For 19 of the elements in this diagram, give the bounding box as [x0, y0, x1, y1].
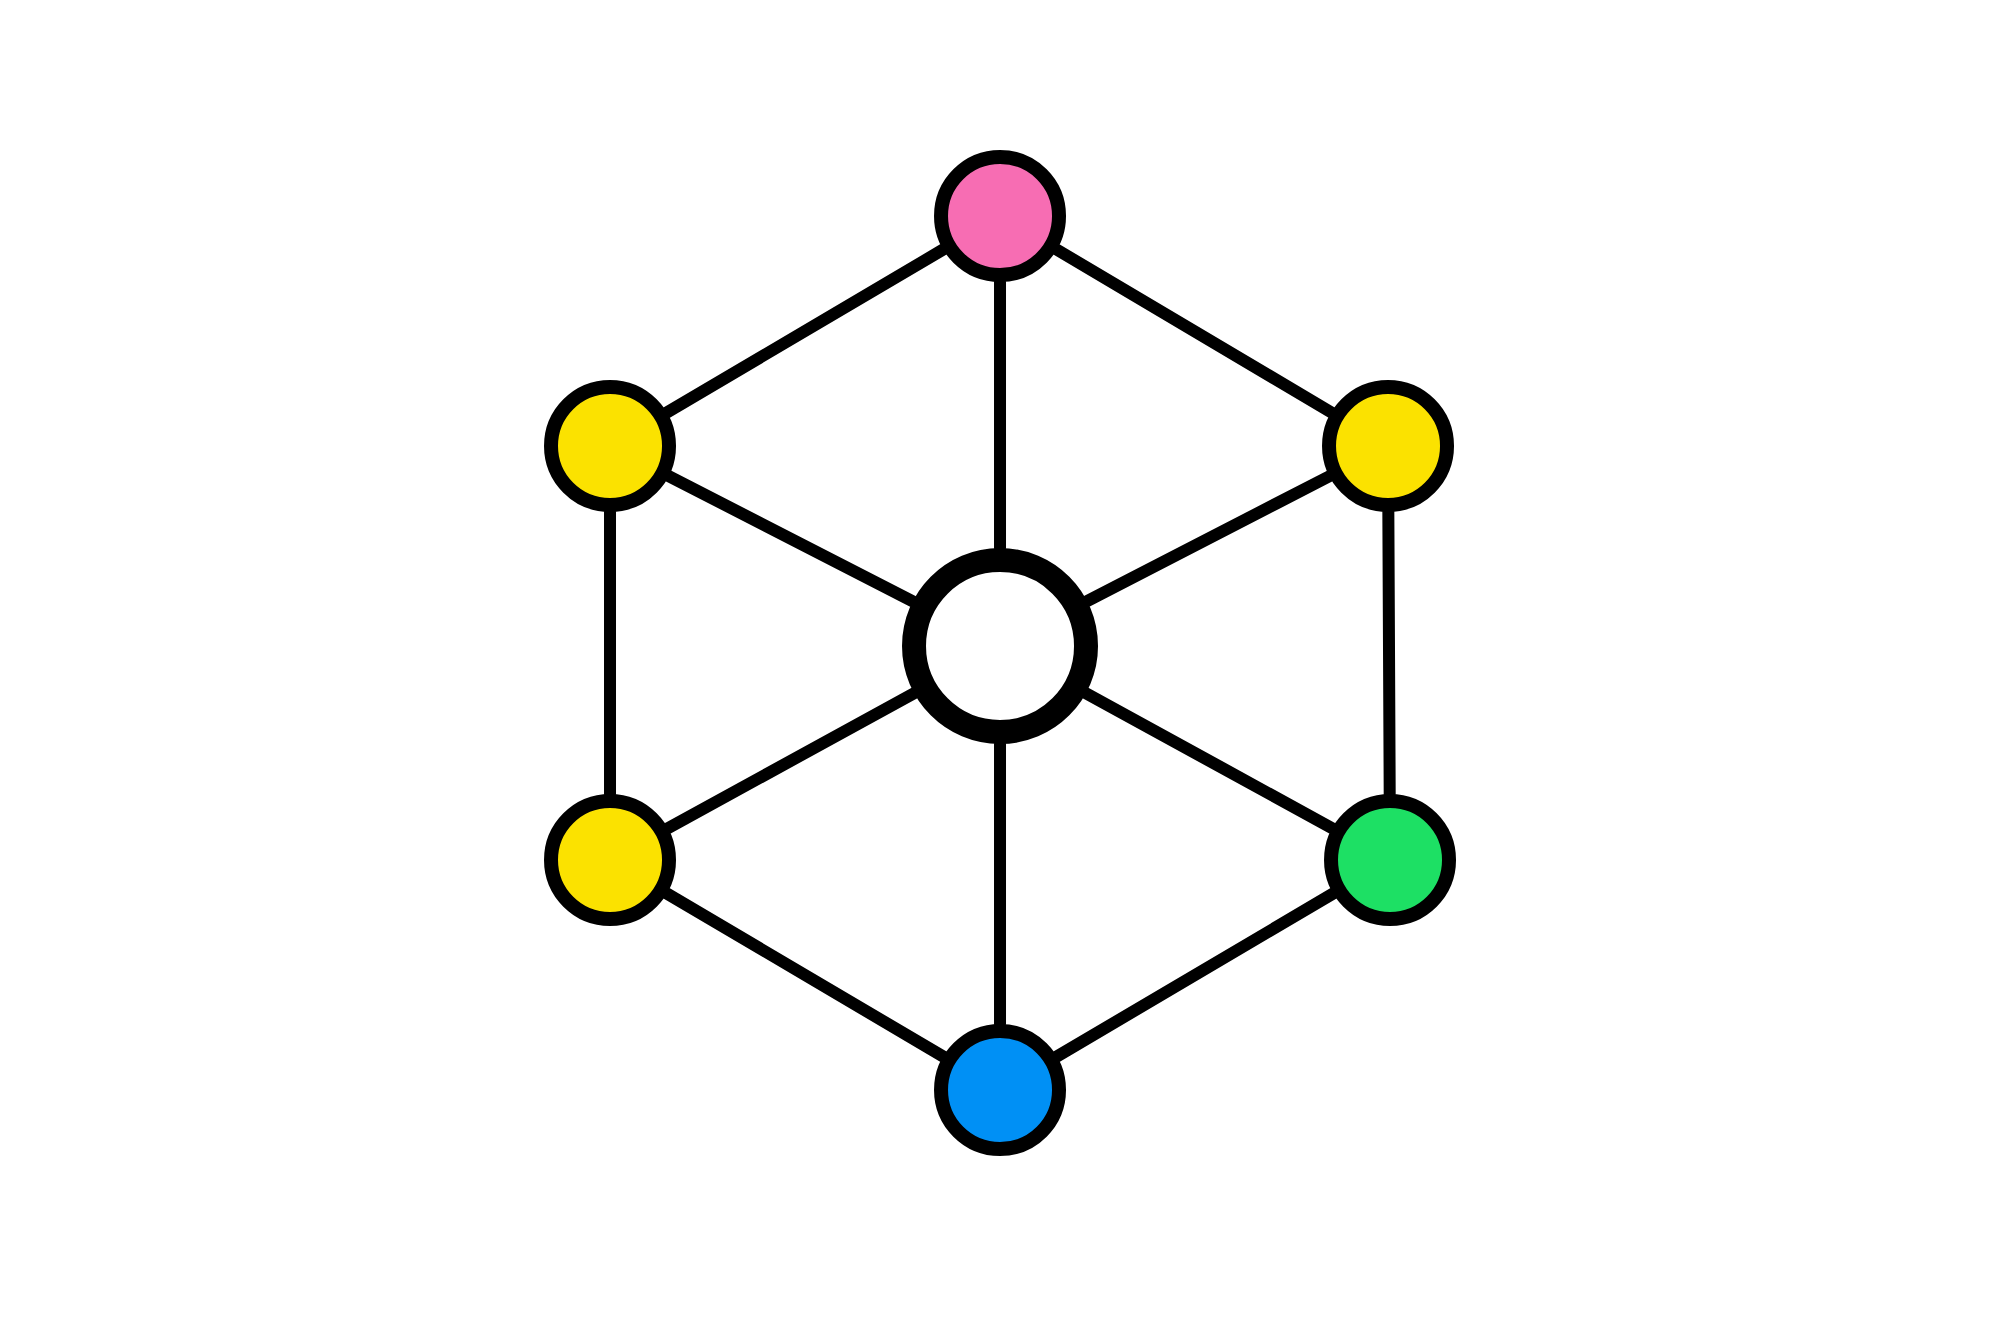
connector-line — [662, 470, 919, 608]
connector-line — [1050, 243, 1338, 419]
circle-node — [1324, 794, 1456, 926]
connector-line — [1081, 470, 1336, 608]
connector-line — [661, 687, 921, 835]
connector-line — [660, 887, 950, 1063]
connector-line — [994, 738, 1006, 1030]
circle-node — [544, 794, 676, 926]
circle-node — [934, 150, 1066, 282]
connector-line — [660, 243, 950, 419]
connector-line — [1382, 506, 1396, 800]
circle-node — [544, 380, 676, 512]
connector-line — [1050, 887, 1340, 1063]
circle-node — [1322, 380, 1454, 512]
connector-line — [994, 276, 1006, 554]
hub-circle — [902, 548, 1098, 744]
connector-line — [1079, 687, 1339, 835]
circle-node — [934, 1024, 1066, 1156]
connector-line — [604, 506, 616, 800]
